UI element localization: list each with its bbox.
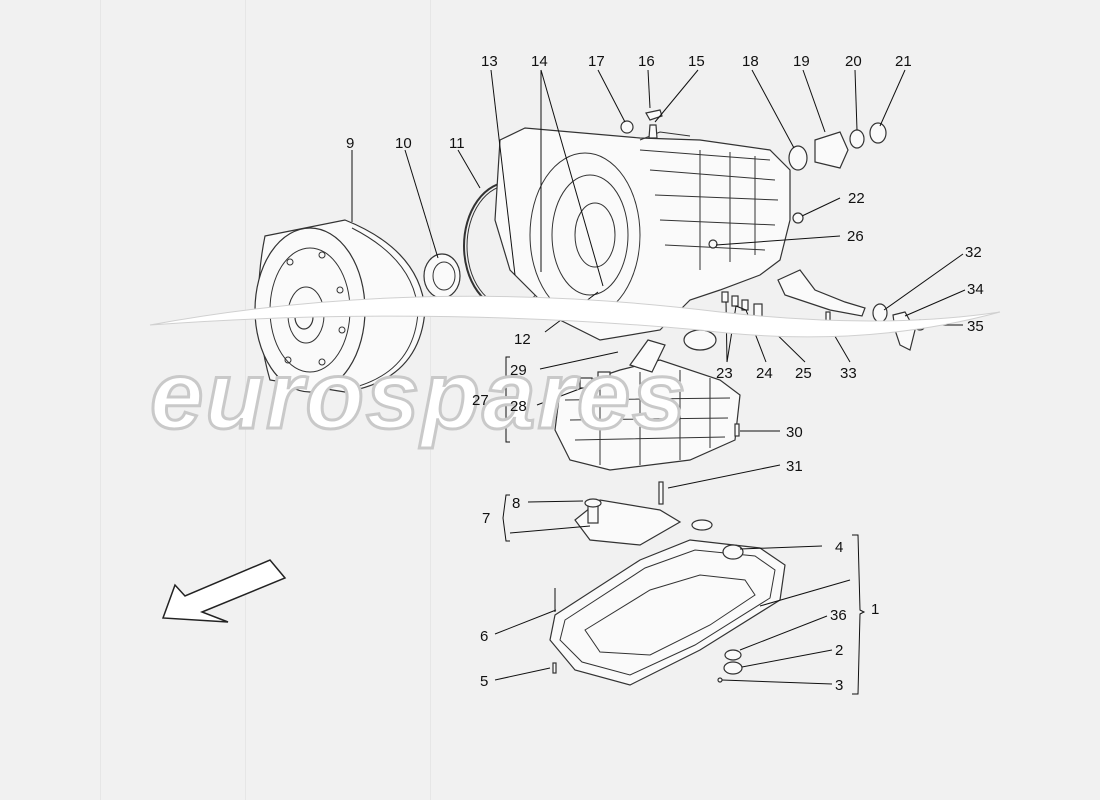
callout-25: 25 <box>795 365 812 382</box>
arrow-down-left-icon <box>161 559 287 623</box>
callout-36: 36 <box>830 607 847 624</box>
callout-8: 8 <box>512 495 520 512</box>
callout-5: 5 <box>480 673 488 690</box>
callout-9: 9 <box>346 135 354 152</box>
background-stripe <box>100 0 101 800</box>
callout-1: 1 <box>871 601 879 618</box>
leader-lines <box>351 69 966 685</box>
callout-27: 27 <box>472 392 489 409</box>
callout-11: 11 <box>449 135 465 152</box>
oil-pan <box>549 519 786 686</box>
watermark: eurospares <box>149 295 1001 451</box>
oil-filter <box>574 481 682 546</box>
callout-12: 12 <box>514 331 531 348</box>
callout-2: 2 <box>835 642 843 659</box>
callout-28: 28 <box>510 398 527 415</box>
callout-31: 31 <box>786 458 803 475</box>
front-seal <box>423 253 461 299</box>
callout-24: 24 <box>756 365 773 382</box>
callout-6: 6 <box>480 628 488 645</box>
callout-14: 14 <box>531 53 548 70</box>
output-parts <box>620 109 887 249</box>
callout-labels: 1 2 3 4 5 6 7 8 9 10 11 12 13 14 15 16 1… <box>346 53 984 694</box>
callout-20: 20 <box>845 53 862 70</box>
background-stripe <box>245 0 246 800</box>
callout-3: 3 <box>835 677 843 694</box>
callout-19: 19 <box>793 53 810 70</box>
callout-22: 22 <box>848 190 865 207</box>
callout-23: 23 <box>716 365 733 382</box>
callout-33: 33 <box>840 365 857 382</box>
valve-body <box>554 339 741 471</box>
callout-35: 35 <box>967 318 984 335</box>
callout-21: 21 <box>895 53 912 70</box>
callout-17: 17 <box>588 53 605 70</box>
callout-26: 26 <box>847 228 864 245</box>
callout-34: 34 <box>967 281 984 298</box>
callout-13: 13 <box>481 53 498 70</box>
callout-18: 18 <box>742 53 759 70</box>
callout-10: 10 <box>395 135 412 152</box>
callout-30: 30 <box>786 424 803 441</box>
callout-32: 32 <box>965 244 982 261</box>
callout-15: 15 <box>688 53 705 70</box>
callout-7: 7 <box>482 510 490 527</box>
background-stripe <box>430 0 431 800</box>
callout-16: 16 <box>638 53 655 70</box>
callout-4: 4 <box>835 539 843 556</box>
callout-29: 29 <box>510 362 527 379</box>
watermark-text: eurospares <box>150 342 688 449</box>
